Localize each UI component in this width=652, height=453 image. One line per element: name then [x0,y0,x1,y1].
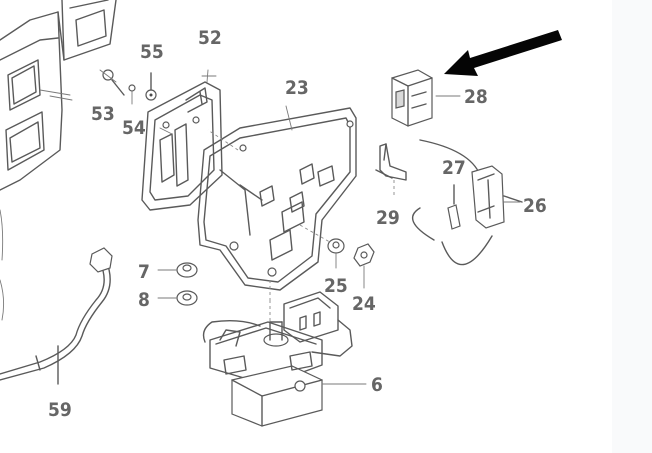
washer-25 [327,238,345,254]
callout-leaders [157,75,521,385]
clip-29 [375,143,407,198]
scan-edge-artifact [612,0,652,453]
callout-53: 53 [91,103,115,125]
screw-55 [128,72,157,105]
callout-26: 26 [523,195,547,217]
nut-7 [176,262,198,278]
cable-59 [0,247,113,385]
callout-6: 6 [371,374,383,396]
callout-28: 28 [464,86,488,108]
fuse-holder-26 [411,139,523,266]
screw-53 [99,69,125,96]
washer-8 [176,290,198,306]
callout-54: 54 [122,117,146,139]
callout-59: 59 [48,399,72,421]
left-housing [0,0,117,321]
callout-29: 29 [376,207,400,229]
housing-28 [391,69,433,127]
callout-27: 27 [442,157,466,179]
callout-24: 24 [352,293,376,315]
nut-24 [353,243,375,267]
callout-7: 7 [138,261,150,283]
callout-25: 25 [324,275,348,297]
callout-55: 55 [140,41,164,63]
callout-52: 52 [198,27,222,49]
indicator-arrow-icon [444,30,562,76]
main-bracket-23 [197,107,357,300]
callout-labels: 55 52 53 54 23 28 27 26 29 7 8 25 24 6 5… [48,27,547,421]
callout-8: 8 [138,289,150,311]
fuse-27 [447,184,461,230]
switch-assembly-6 [202,300,323,427]
connector-plug [283,291,353,357]
callout-23: 23 [285,77,309,99]
